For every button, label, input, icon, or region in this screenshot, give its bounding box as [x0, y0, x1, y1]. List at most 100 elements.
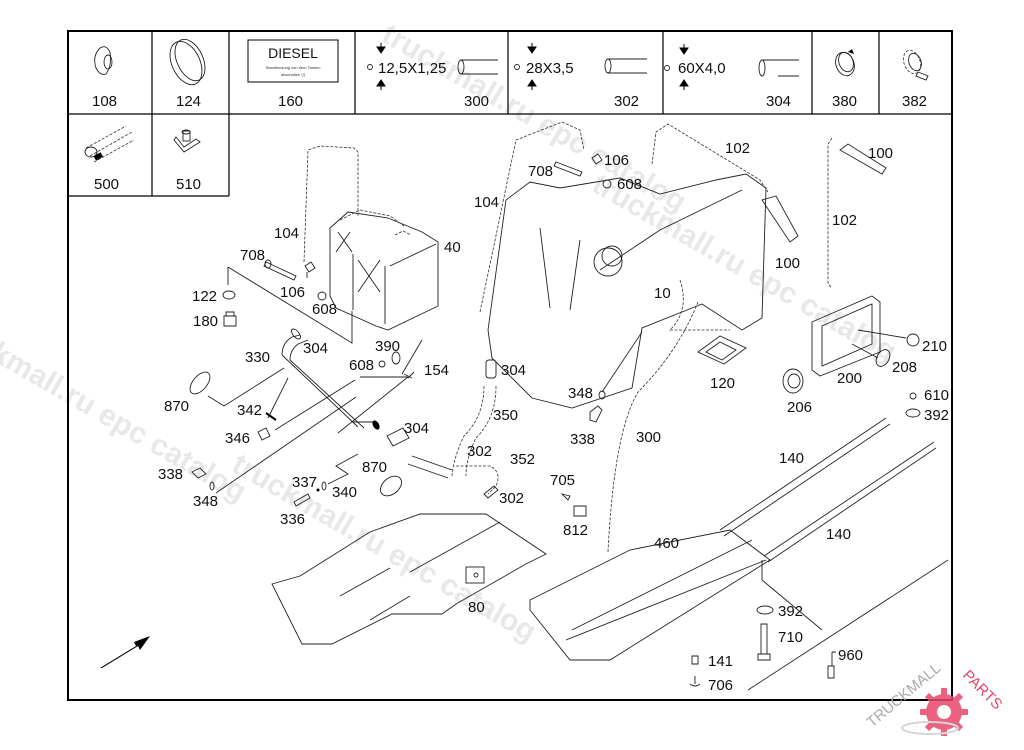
callout: 304: [303, 340, 328, 357]
callout: 348: [568, 385, 593, 402]
bolt-708: [263, 261, 297, 281]
seal-340: [321, 481, 327, 491]
valve-100b: [839, 143, 887, 175]
sensor-338b: [589, 405, 603, 423]
seal-348a: [209, 481, 215, 491]
callout: 338: [158, 466, 183, 483]
watermark: truckmall.ru epc catalog: [0, 307, 252, 508]
watermark: truckmall.ru epc catalog: [227, 447, 542, 648]
main-fuel-tank[interactable]: [487, 173, 767, 409]
vent-pipe-104b: [479, 121, 585, 313]
hose-302b: [483, 485, 499, 499]
callout: 960: [838, 647, 863, 664]
ring-206: [782, 368, 804, 394]
legend-table: [68, 31, 952, 197]
callout: 154: [424, 362, 449, 379]
legend-cell-302[interactable]: 28X3,5 302: [514, 43, 648, 110]
part-number: 300: [464, 93, 489, 110]
edge-protector-icon: [84, 125, 135, 163]
legend-cell-304[interactable]: 60X4,0 304: [664, 44, 800, 110]
callout: 40: [444, 239, 461, 256]
nut-608c: [602, 179, 612, 189]
clamp-106b: [591, 153, 603, 165]
washer-122: [222, 290, 236, 300]
callout: 141: [708, 653, 733, 670]
hose-icon: [367, 43, 498, 90]
tank-cradle-80[interactable]: [271, 513, 547, 645]
callout: 304: [404, 420, 429, 437]
callout: 120: [710, 375, 735, 392]
clamp-812: [573, 505, 587, 517]
callout: 122: [192, 288, 217, 305]
skid-plate-460[interactable]: [529, 529, 771, 661]
vent-pipe-102b: [827, 137, 833, 289]
cap-346: [257, 427, 271, 441]
plug-180: [223, 311, 237, 327]
cross-rail-140a[interactable]: [719, 417, 891, 537]
callout: 330: [245, 349, 270, 366]
cross-rail-140b[interactable]: [763, 441, 937, 563]
washer-392b: [756, 605, 774, 615]
part-number: 108: [92, 93, 117, 110]
legend-cell-124[interactable]: 124: [164, 35, 211, 110]
nut-610: [909, 392, 917, 400]
seal-348b: [598, 390, 606, 400]
cap-icon: [169, 38, 206, 86]
callout: 392: [924, 407, 949, 424]
watermark: truckmall.ru epc catalog: [587, 167, 902, 368]
hose-304c: [485, 359, 497, 379]
nut-608b: [378, 360, 386, 368]
part-number: 304: [766, 93, 791, 110]
callout: 812: [563, 522, 588, 539]
screw-705: [560, 493, 571, 501]
callout: 80: [468, 599, 485, 616]
hose-icon: [664, 44, 799, 90]
callout: 10: [654, 285, 671, 302]
callout: 104: [274, 225, 299, 242]
callout: 100: [868, 145, 893, 162]
legend-cell-380[interactable]: 380: [832, 49, 858, 110]
legend-cell-108[interactable]: 108: [92, 46, 117, 110]
sensor-338a: [191, 467, 207, 479]
rod-960: [747, 559, 949, 691]
callout: 608: [617, 176, 642, 193]
hose-clamp-870a: [189, 371, 211, 395]
part-number: 160: [278, 93, 303, 110]
callout: 710: [778, 629, 803, 646]
legend-cell-300[interactable]: 12,5X1,25 300: [367, 43, 499, 110]
part-number: 380: [832, 93, 857, 110]
auxiliary-fuel-tank[interactable]: [329, 209, 439, 331]
callout: 102: [725, 140, 750, 157]
valve-100a: [761, 195, 799, 243]
callout: 705: [550, 472, 575, 489]
hose-spec: 12,5X1,25: [378, 60, 446, 77]
callout: 350: [493, 407, 518, 424]
front-direction-arrow: [100, 636, 150, 668]
hose-spec: 60X4,0: [678, 60, 726, 77]
anchor-706: [689, 676, 701, 687]
callout: 300: [636, 429, 661, 446]
callout: 302: [499, 490, 524, 507]
legend-cell-510[interactable]: 510: [173, 129, 201, 193]
vent-pipe-104: [303, 145, 359, 263]
callout: 210: [922, 338, 947, 355]
nut-141: [691, 655, 699, 665]
legend-cell-500[interactable]: 500: [84, 125, 135, 193]
callout: 106: [604, 152, 629, 169]
fuel-pipe-assembly-330[interactable]: [281, 327, 381, 430]
callout: 304: [501, 362, 526, 379]
callout: 340: [332, 484, 357, 501]
bolt-336: [293, 493, 311, 507]
callout: 460: [654, 535, 679, 552]
callout: 610: [924, 387, 949, 404]
callout: 342: [237, 402, 262, 419]
pipe-clip-icon: [903, 49, 929, 81]
legend-cell-160[interactable]: DIESEL Standheizung von dem Tanken absch…: [247, 39, 339, 110]
part-number: 302: [614, 93, 639, 110]
brand-logo: TRUCKMALL PARTS: [864, 660, 1006, 736]
legend-cell-382[interactable]: 382: [900, 48, 929, 110]
cap-210: [906, 333, 920, 347]
callout: 302: [467, 443, 492, 460]
hose-870b-pipe: [407, 455, 453, 479]
grommet-icon: [94, 46, 113, 75]
